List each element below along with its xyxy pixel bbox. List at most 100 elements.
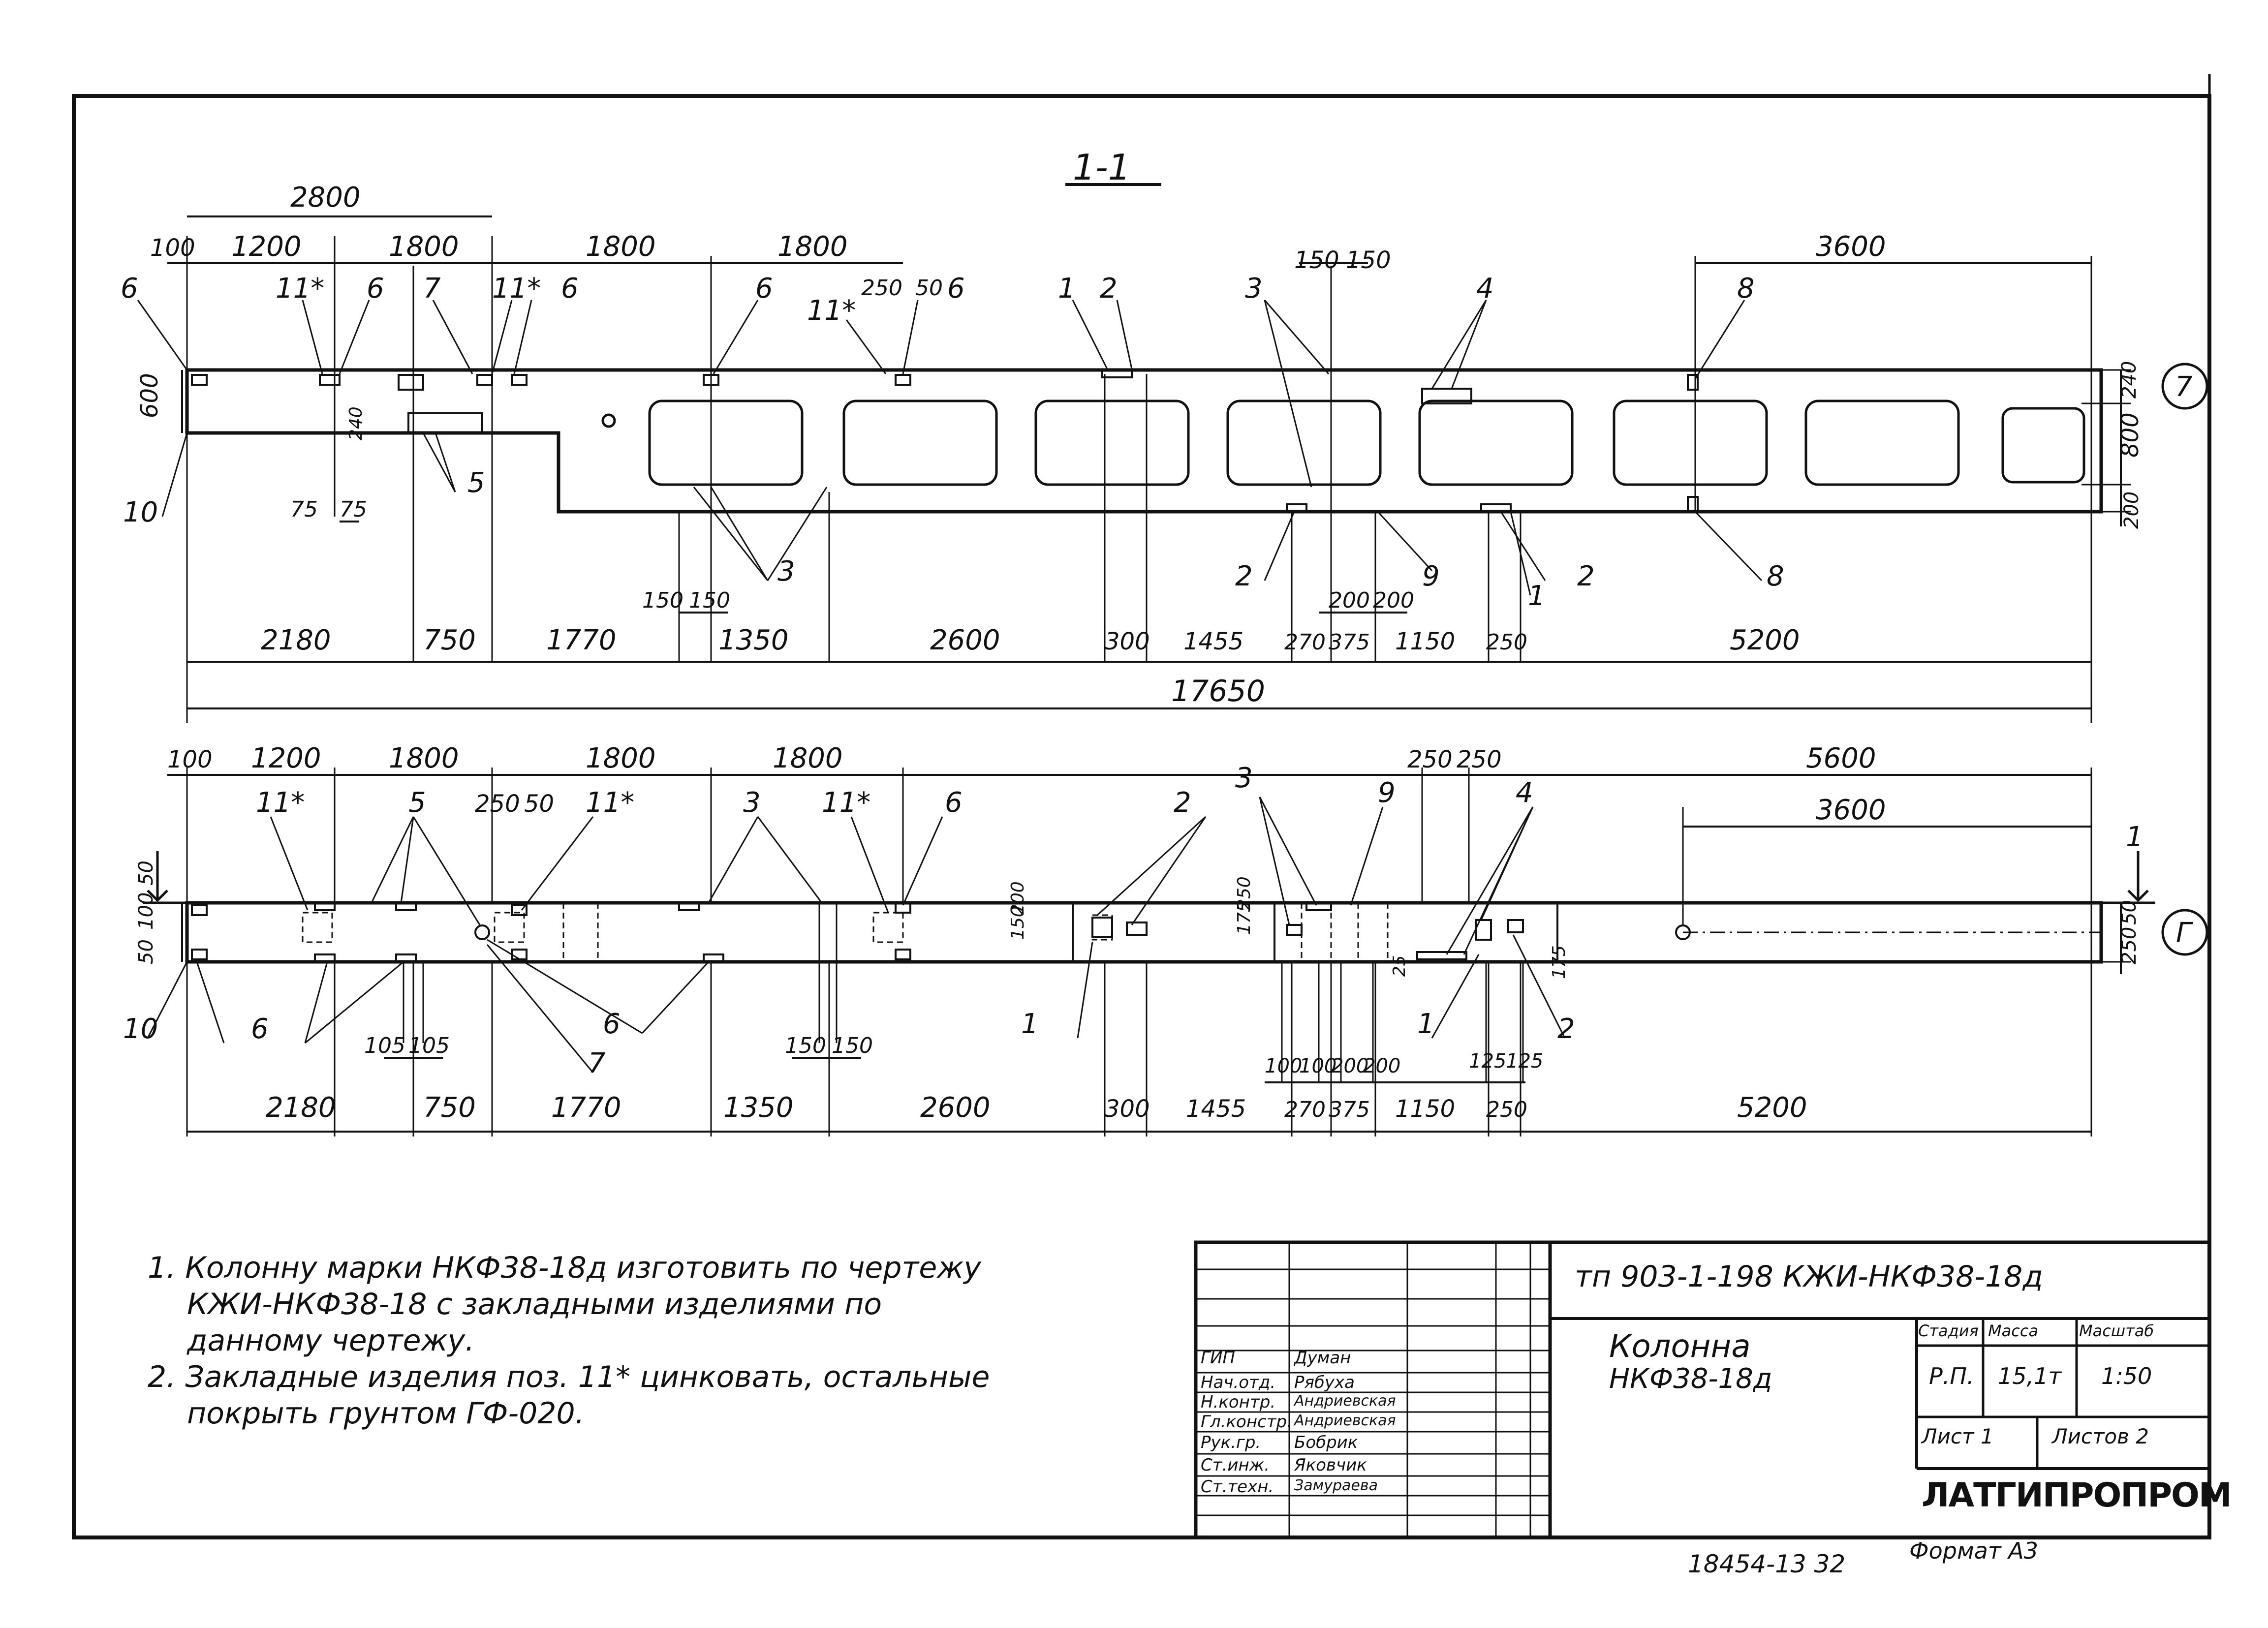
marker: 11* (492, 273, 541, 305)
marker: 11* (807, 295, 856, 327)
role: Ст.техн. (1201, 1477, 1274, 1497)
document-code: тп 903-1-198 КЖИ-НКФ38-18д (1575, 1259, 2043, 1294)
role: Нач.отд. (1201, 1373, 1276, 1392)
marker: 3 (1235, 762, 1253, 794)
marker: 6 (561, 273, 579, 305)
dim-label: 250 (2118, 927, 2141, 964)
dim-label: 75 (290, 497, 318, 522)
dim-label: 125 (1506, 1050, 1543, 1073)
dim-label: 270 (1284, 630, 1326, 655)
dim-label: 175 (1549, 945, 1569, 979)
dim-label: 100 (1265, 1055, 1302, 1077)
note-line: КЖИ-НКФ38-18 с закладными изделиями по (187, 1287, 882, 1321)
marker: 2 (1100, 273, 1118, 305)
note-line: покрыть грунтом ГФ-020. (187, 1396, 585, 1431)
marker: 6 (603, 1008, 621, 1040)
dim-label: 200 (1363, 1055, 1400, 1077)
dim-label: 5200 (1737, 1092, 1807, 1124)
drawing-name-2: НКФ38-18д (1609, 1363, 1772, 1395)
dim-label: 375 (1329, 630, 1370, 655)
dim-label: 50 (915, 276, 943, 301)
marker: 9 (1422, 560, 1440, 592)
marker: 6 (947, 273, 965, 305)
top-view (137, 215, 2208, 723)
dim-label: 150 (1346, 246, 1391, 274)
dim-label: 750 (423, 1092, 476, 1124)
marker: 10 (123, 1013, 158, 1045)
bottom-view (143, 768, 2208, 1137)
dim-label: 150 (689, 588, 730, 613)
marker: 11* (822, 787, 870, 819)
stage-header: Стадия (1918, 1321, 1979, 1340)
stage-value: Р.П. (1929, 1363, 1974, 1389)
marker: 11* (276, 273, 324, 305)
role: ГИП (1201, 1348, 1235, 1368)
dim-label: 375 (1329, 1097, 1370, 1122)
dim-label: 200 (1329, 588, 1370, 613)
dim-label: 1350 (718, 624, 789, 656)
dim-label: 150 (1294, 246, 1339, 274)
marker: 5 (408, 787, 426, 819)
person-name: Андриевская (1294, 1392, 1396, 1410)
dim-label: 100 (135, 892, 157, 930)
title-block-lines (1194, 1240, 2211, 1539)
marker: 2 (1235, 560, 1253, 592)
note-line: данному чертежу. (187, 1323, 475, 1358)
dim-label: 3600 (1816, 231, 1886, 263)
mass-header: Масса (1988, 1321, 2039, 1340)
dim-label: 75 (340, 497, 367, 522)
dim-label: 240 (346, 406, 366, 440)
dim-label: 105 (364, 1033, 405, 1058)
marker: 3 (1245, 273, 1263, 305)
marker: 4 (1476, 273, 1494, 305)
role: Ст.инж. (1201, 1455, 1270, 1475)
marker: 8 (1737, 273, 1755, 305)
dim-label: 2800 (290, 182, 361, 214)
person-name: Думан (1294, 1348, 1351, 1368)
marker: 2 (1557, 1013, 1575, 1045)
marker: 9 (1378, 777, 1396, 809)
dim-label: 25 (1390, 955, 1409, 977)
dim-label: 800 (2116, 412, 2144, 458)
marker: 1 (2126, 821, 2144, 853)
marker: 5 (467, 467, 485, 499)
dim-label: 250 (475, 790, 520, 818)
dim-label: 5600 (1806, 742, 1876, 774)
marker: 6 (755, 273, 773, 305)
dim-label: 100 (1299, 1055, 1336, 1077)
scale-value: 1:50 (2101, 1363, 2152, 1389)
dim-label: 1770 (551, 1092, 621, 1124)
axis-label: Г (2176, 917, 2193, 949)
sheet-frame (72, 94, 2211, 1539)
role: Рук.гр. (1201, 1433, 1261, 1452)
dim-label: 2600 (920, 1092, 991, 1124)
dim-label: 300 (1105, 1095, 1150, 1123)
role: Гл.констр. (1201, 1412, 1292, 1432)
dim-label: 250 (1234, 876, 1254, 910)
organization: ЛАТГИПРОПРОМ (1922, 1476, 2232, 1515)
dim-label: 125 (1469, 1050, 1506, 1073)
dim-label: 105 (408, 1033, 450, 1058)
dim-label: 1150 (1395, 1095, 1455, 1123)
dim-label: 1770 (546, 624, 617, 656)
marker: 11* (586, 787, 634, 819)
bottom-dims: 100 1200 1800 1800 1800 250 50 250 250 5… (123, 742, 2193, 1124)
dim-label: 2180 (261, 624, 331, 656)
inventory-number: 18454-13 32 (1688, 1550, 1846, 1578)
marker: 7 (423, 273, 441, 305)
marker: 1 (1417, 1008, 1435, 1040)
dim-label: 100 (167, 746, 213, 773)
dim-label: 1800 (773, 742, 843, 774)
marker: 2 (1577, 560, 1595, 592)
mass-value: 15,1т (1998, 1363, 2062, 1389)
marker: 3 (777, 555, 795, 587)
dim-label: 1800 (389, 742, 459, 774)
note-line: 1. Колонну марки НКФ38-18д изготовить по… (148, 1251, 981, 1285)
person-name: Бобрик (1294, 1433, 1358, 1452)
sheet-count: Листов 2 (2052, 1424, 2149, 1448)
dim-label: 50 (135, 939, 157, 964)
dim-label: 200 (1008, 881, 1028, 915)
marker: 10 (123, 496, 158, 528)
dim-label: 1455 (1186, 1095, 1246, 1123)
dim-label: 250 (1457, 746, 1502, 773)
